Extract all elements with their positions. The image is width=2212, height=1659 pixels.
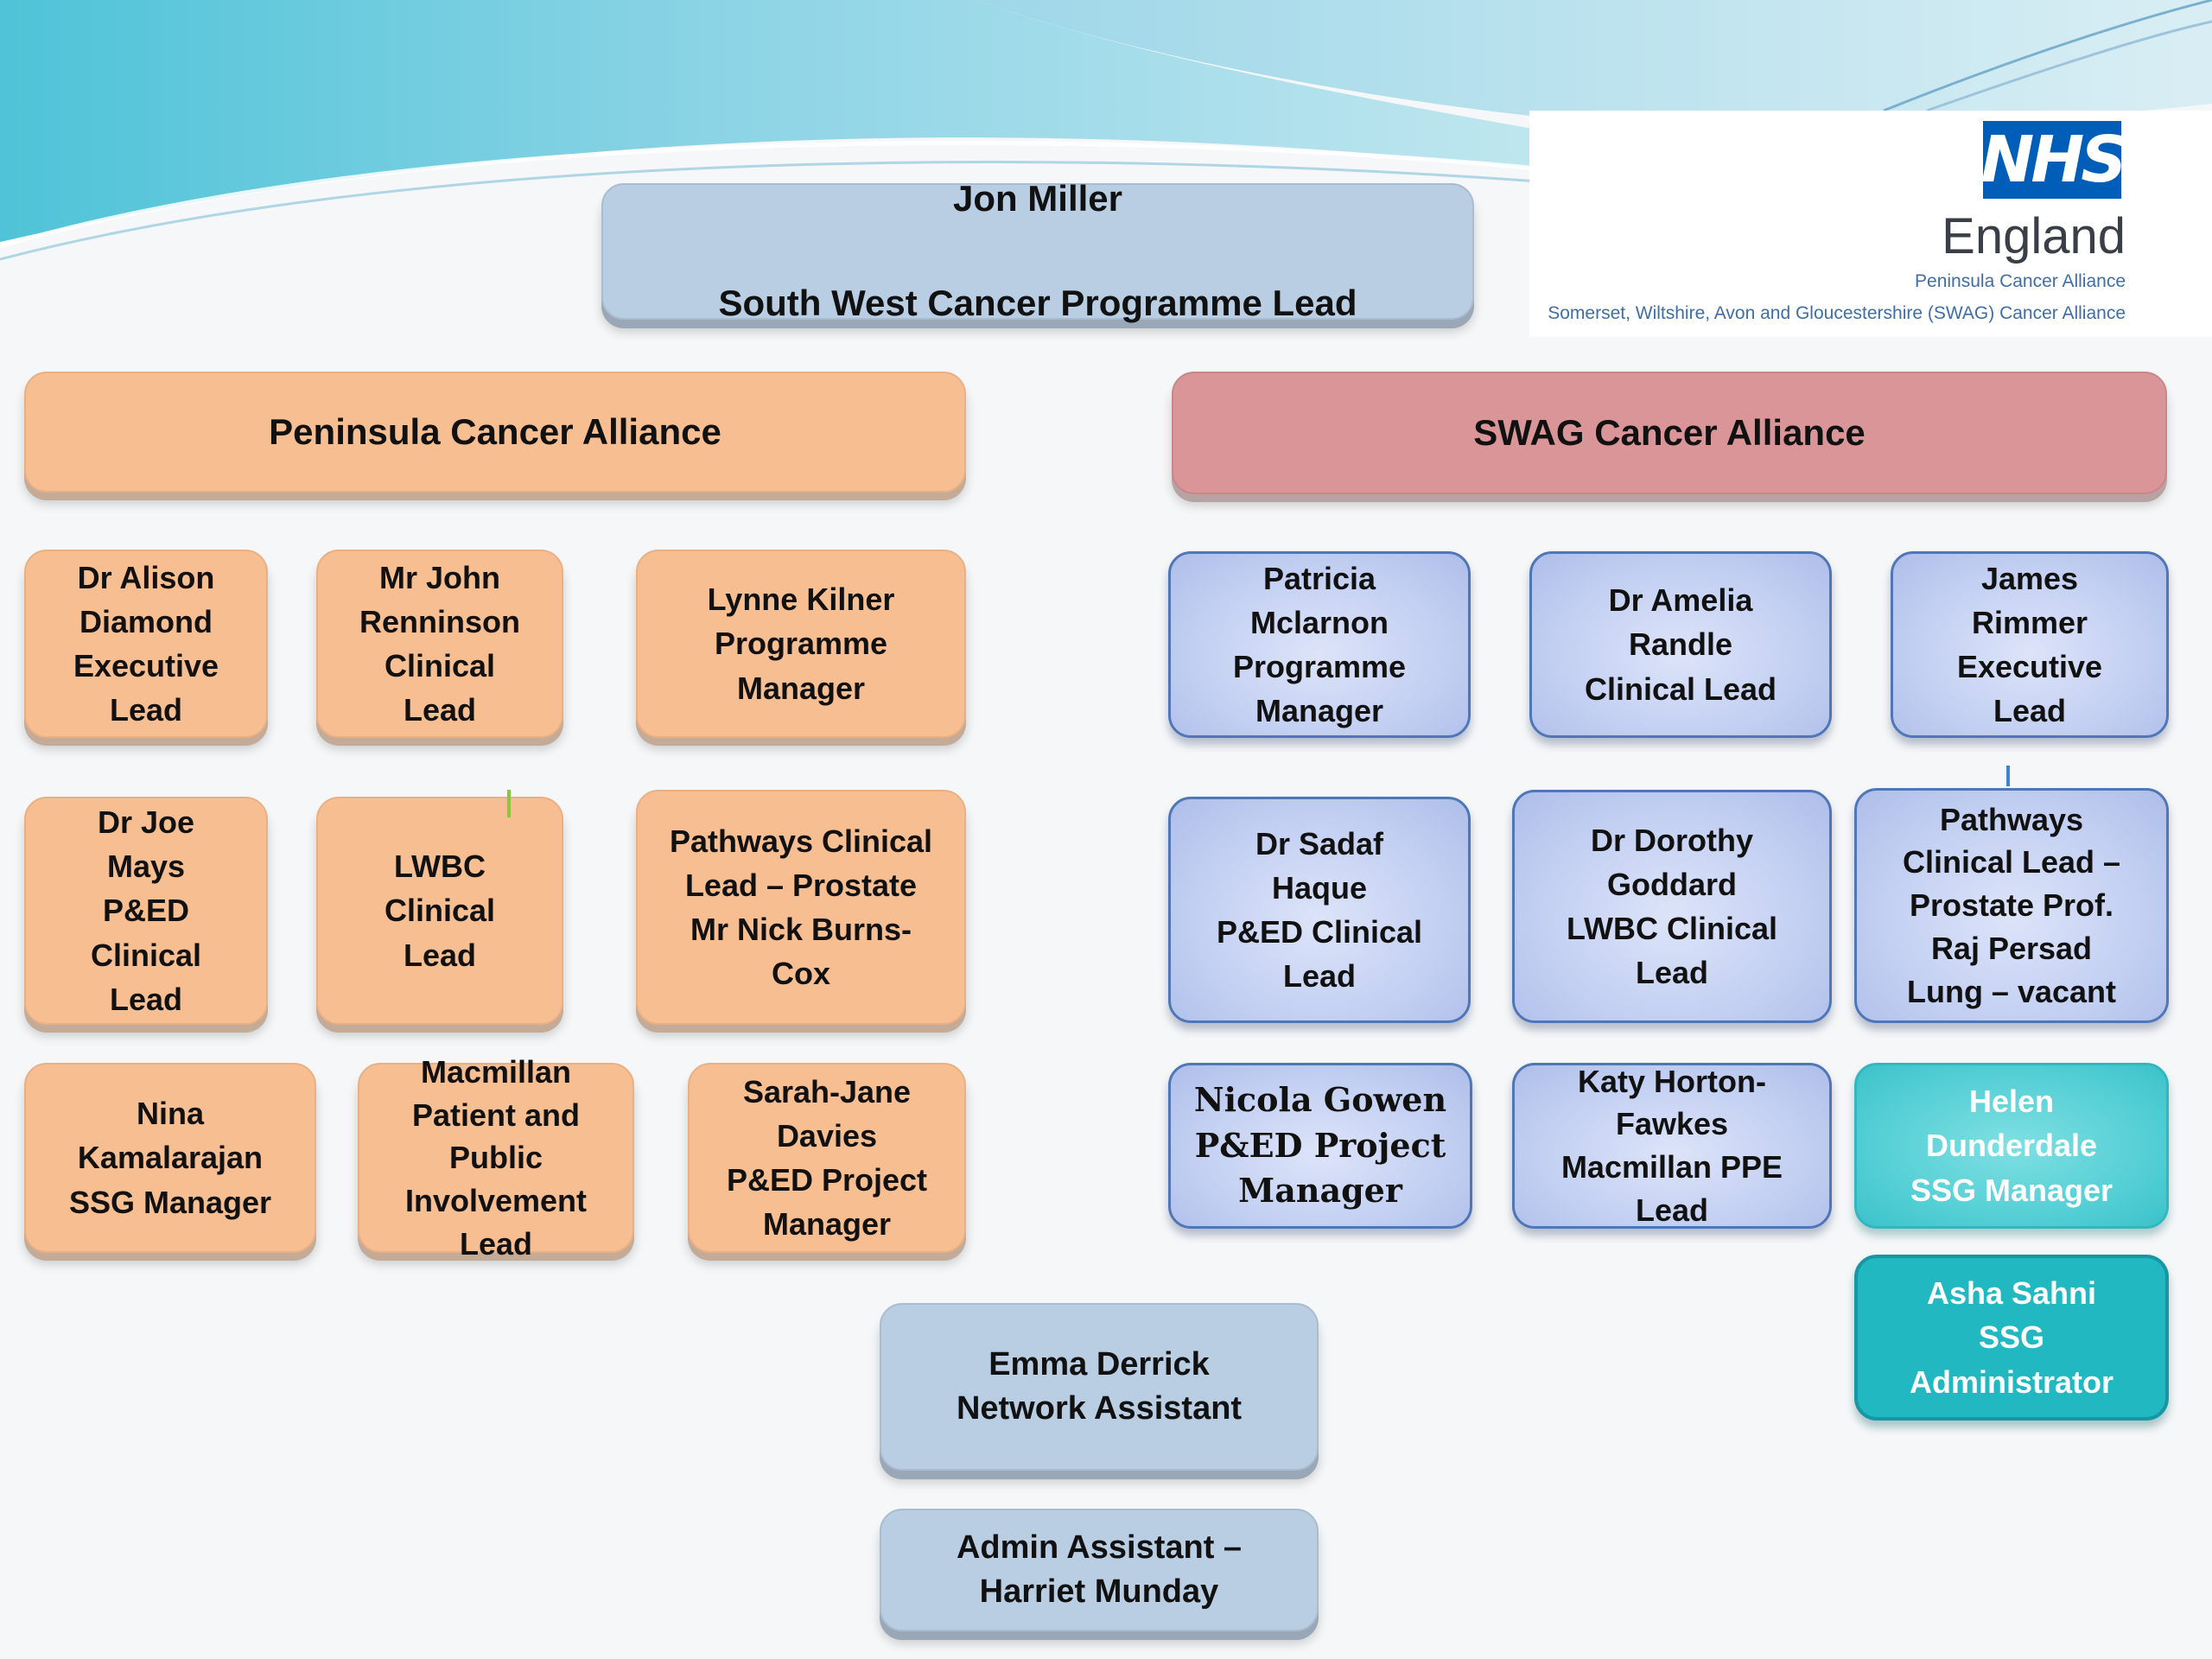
lead-role: South West Cancer Programme Lead [718, 283, 1357, 324]
swag-member-box: James Rimmer Executive Lead [1891, 551, 2169, 738]
programme-lead-box: Jon Miller South West Cancer Programme L… [601, 178, 1474, 323]
peninsula-member-box: Mr John Renninson Clinical Lead [316, 550, 563, 738]
swag-member-box: Pathways Clinical Lead – Prostate Prof. … [1854, 788, 2169, 1023]
nhs-logo-mark: NHS [1980, 121, 2127, 199]
alliance-name-peninsula: Peninsula Cancer Alliance [1915, 271, 2126, 291]
swag-member-box: Dr Sadaf Haque P&ED Clinical Lead [1168, 797, 1471, 1023]
peninsula-header: Peninsula Cancer Alliance [24, 372, 966, 493]
nhs-region-label: England [1942, 208, 2126, 264]
lead-name: Jon Miller [952, 177, 1123, 219]
swag-member-box: Nicola Gowen P&ED Project Manager [1168, 1063, 1472, 1229]
swag-member-box-admin: Asha Sahni SSG Administrator [1854, 1255, 2169, 1421]
peninsula-member-box: Lynne Kilner Programme Manager [636, 550, 966, 738]
admin-assistant-box: Admin Assistant – Harriet Munday [880, 1509, 1319, 1631]
network-assistant-box: Emma Derrick Network Assistant [880, 1303, 1319, 1471]
peninsula-member-box: Macmillan Patient and Public Involvement… [358, 1054, 634, 1262]
swag-member-box: Dr Dorothy Goddard LWBC Clinical Lead [1512, 790, 1832, 1023]
connector-tick [2006, 766, 2010, 786]
alliance-name-swag: Somerset, Wiltshire, Avon and Gloucester… [1548, 303, 2126, 323]
peninsula-member-box: Nina Kamalarajan SSG Manager [24, 1063, 316, 1253]
peninsula-member-box: Dr Joe Mays P&ED Clinical Lead [24, 797, 268, 1025]
connector-tick [507, 790, 511, 817]
swag-header: SWAG Cancer Alliance [1172, 372, 2167, 494]
swag-member-box: Dr Amelia Randle Clinical Lead [1529, 551, 1832, 738]
nhs-logo-panel: NHS England Peninsula Cancer Alliance So… [1529, 111, 2212, 337]
peninsula-member-box: Sarah-Jane Davies P&ED Project Manager [688, 1063, 966, 1253]
peninsula-member-box: Pathways Clinical Lead – Prostate Mr Nic… [636, 790, 966, 1025]
swag-member-box: Katy Horton- Fawkes Macmillan PPE Lead [1512, 1063, 1832, 1229]
peninsula-member-box: LWBC Clinical Lead [316, 797, 563, 1025]
header-swoosh-background [0, 0, 2212, 261]
swag-member-box-highlight: Helen Dunderdale SSG Manager [1854, 1063, 2169, 1229]
peninsula-member-box: Dr Alison Diamond Executive Lead [24, 550, 268, 738]
swag-member-box: Patricia Mclarnon Programme Manager [1168, 551, 1471, 738]
